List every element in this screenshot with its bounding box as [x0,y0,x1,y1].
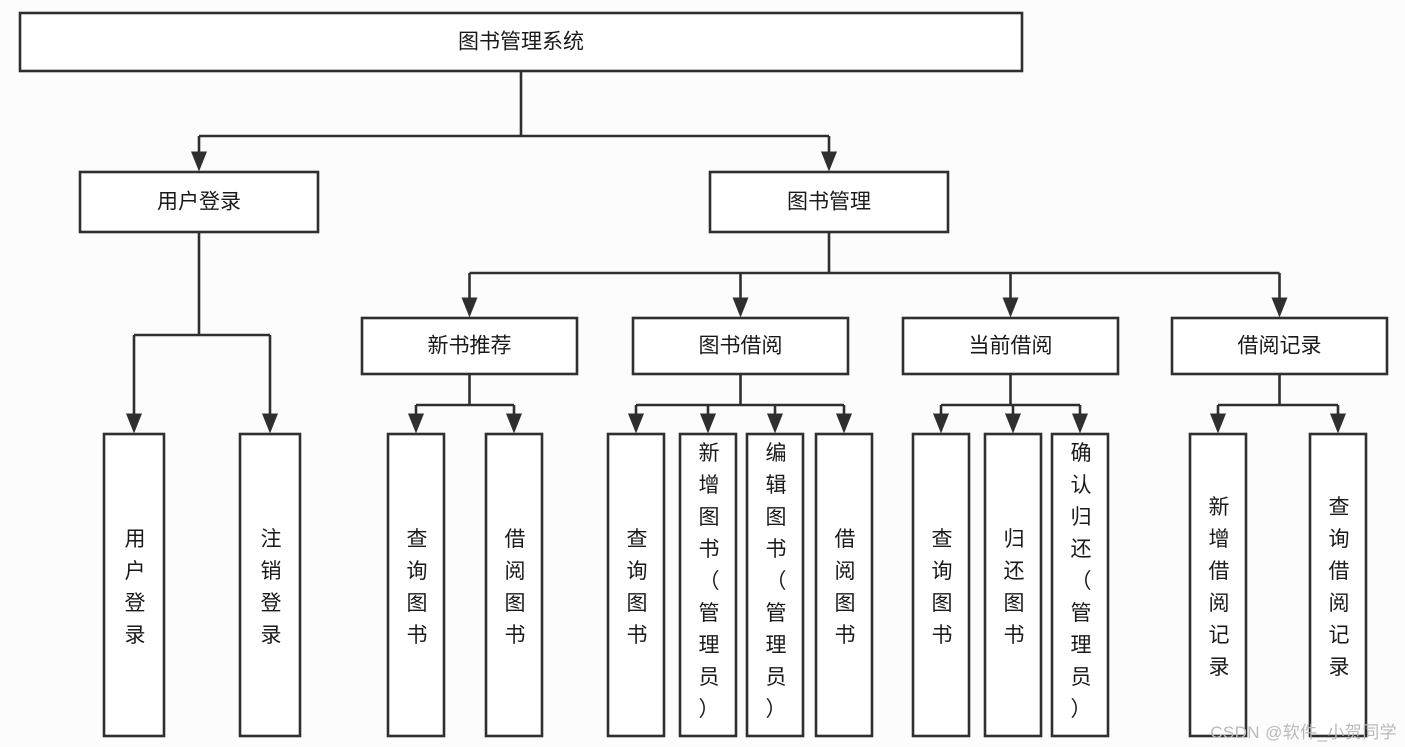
node-label: 当前借阅 [969,335,1053,358]
arrow-head-icon [506,413,522,434]
node-box [901,316,1120,376]
node-label: 用户登录 [125,528,146,647]
node-book-borrow[interactable]: 图书借阅 [631,316,850,376]
arrow-head-icon [767,413,783,434]
node-label: 借阅记录 [1238,335,1322,358]
node-label: 确认归还（管理员） [1071,442,1092,721]
node-box [631,316,850,376]
node-box [1170,316,1389,376]
node-label: 用户登录 [157,191,241,214]
node-box [386,432,446,738]
node-box [1050,432,1110,738]
node-borrow-record[interactable]: 借阅记录 [1170,316,1389,376]
node-box [983,432,1043,738]
node-leaf-borrow-book-2[interactable]: 借阅图书 [814,432,874,738]
node-leaf-return-book[interactable]: 归还图书 [983,432,1043,738]
node-label: 新增借阅记录 [1209,496,1230,679]
node-leaf-query-book-3[interactable]: 查询图书 [911,432,971,738]
node-current-borrow[interactable]: 当前借阅 [901,316,1120,376]
arrow-head-icon [1072,413,1088,434]
node-leaf-add-record[interactable]: 新增借阅记录 [1188,432,1248,738]
arrow-head-icon [461,297,478,318]
node-leaf-add-book-admin[interactable]: 新增图书（管理员） [678,432,738,738]
node-leaf-query-record[interactable]: 查询借阅记录 [1308,432,1368,738]
node-box [1308,432,1368,738]
node-leaf-edit-book-admin[interactable]: 编辑图书（管理员） [745,432,805,738]
node-book-manage[interactable]: 图书管理 [708,170,950,234]
node-label: 图书借阅 [699,335,783,358]
connector-layer [126,71,1346,434]
node-label: 查询图书 [407,528,428,647]
node-box [814,432,874,738]
node-label: 借阅图书 [835,528,856,647]
node-root[interactable]: 图书管理系统 [18,11,1024,73]
arrow-head-icon [933,413,949,434]
node-label: 归还图书 [1004,528,1025,647]
arrow-head-icon [732,297,749,318]
node-label: 借阅图书 [505,528,526,647]
node-label: 图书管理系统 [458,31,584,54]
arrow-head-icon [1210,413,1226,434]
arrow-head-icon [1271,297,1288,318]
node-box [102,432,166,738]
arrow-head-icon [1005,413,1021,434]
node-user-login[interactable]: 用户登录 [78,170,320,234]
arrow-head-icon [836,413,852,434]
node-label: 查询图书 [627,528,648,647]
arrow-head-icon [628,413,644,434]
node-new-book-recommend[interactable]: 新书推荐 [360,316,579,376]
csdn-watermark: CSDN @软件_小贺同学 [1210,723,1397,742]
arrow-head-icon [408,413,424,434]
arrow-head-icon [700,413,716,434]
node-box [484,432,544,738]
node-label: 查询借阅记录 [1329,496,1350,679]
arrow-head-icon [1330,413,1346,434]
node-box [238,432,302,738]
node-box [1188,432,1248,738]
node-leaf-query-book-1[interactable]: 查询图书 [386,432,446,738]
node-leaf-user-login[interactable]: 用户登录 [102,432,166,738]
node-box [745,432,805,738]
arrow-head-icon [126,413,142,434]
node-box [606,432,666,738]
node-label: 新增图书（管理员） [699,442,720,721]
node-leaf-query-book-2[interactable]: 查询图书 [606,432,666,738]
arrow-head-icon [821,151,837,172]
node-box [678,432,738,738]
node-label: 注销登录 [261,528,282,647]
node-leaf-confirm-return[interactable]: 确认归还（管理员） [1050,432,1110,738]
node-box [78,170,320,234]
node-box [360,316,579,376]
node-label: 新书推荐 [428,335,512,358]
node-layer: 图书管理系统用户登录图书管理新书推荐图书借阅当前借阅借阅记录用户登录注销登录查询… [18,11,1389,738]
arrow-head-icon [191,151,207,172]
node-label: 图书管理 [787,191,871,214]
node-leaf-logout-login[interactable]: 注销登录 [238,432,302,738]
node-label: 编辑图书（管理员） [766,442,787,721]
node-label: 查询图书 [932,528,953,647]
node-box [911,432,971,738]
arrow-head-icon [1002,297,1019,318]
node-box [18,11,1024,73]
node-box [708,170,950,234]
arrow-head-icon [262,413,278,434]
node-leaf-borrow-book-1[interactable]: 借阅图书 [484,432,544,738]
